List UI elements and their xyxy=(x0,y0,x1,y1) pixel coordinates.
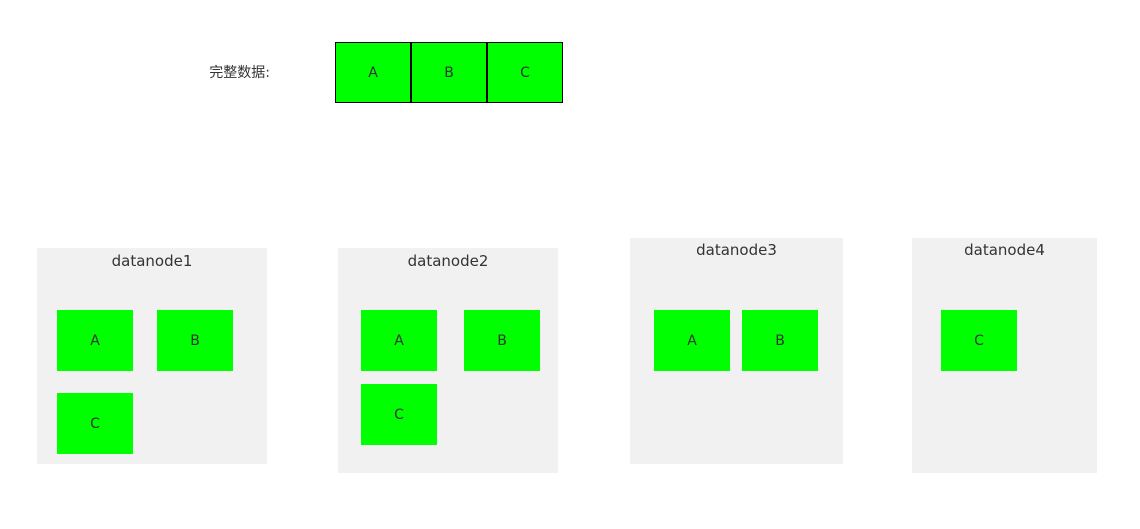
datanode3-container: datanode3 A B xyxy=(630,238,843,464)
datanode3-block-a: A xyxy=(654,310,730,371)
datanode4-title: datanode4 xyxy=(964,241,1045,259)
datanode4-block-c: C xyxy=(941,310,1017,371)
full-data-label: 完整数据: xyxy=(209,65,270,81)
datanode2-container: datanode2 A B C xyxy=(338,248,558,473)
datanode2-block-a: A xyxy=(361,310,437,371)
datanode3-block-b: B xyxy=(742,310,818,371)
datanode3-title: datanode3 xyxy=(696,241,777,259)
full-data-block-a: A xyxy=(335,42,411,103)
datanode2-block-b: B xyxy=(464,310,540,371)
datanode2-block-c: C xyxy=(361,384,437,445)
datanode4-container: datanode4 C xyxy=(912,238,1097,473)
full-data-block-b: B xyxy=(411,42,487,103)
datanode1-container: datanode1 A B C xyxy=(37,248,267,464)
datanode1-block-a: A xyxy=(57,310,133,371)
datanode1-block-c: C xyxy=(57,393,133,454)
datanode1-block-b: B xyxy=(157,310,233,371)
full-data-block-c: C xyxy=(487,42,563,103)
datanode1-title: datanode1 xyxy=(111,252,193,270)
datanode2-title: datanode2 xyxy=(407,252,489,270)
